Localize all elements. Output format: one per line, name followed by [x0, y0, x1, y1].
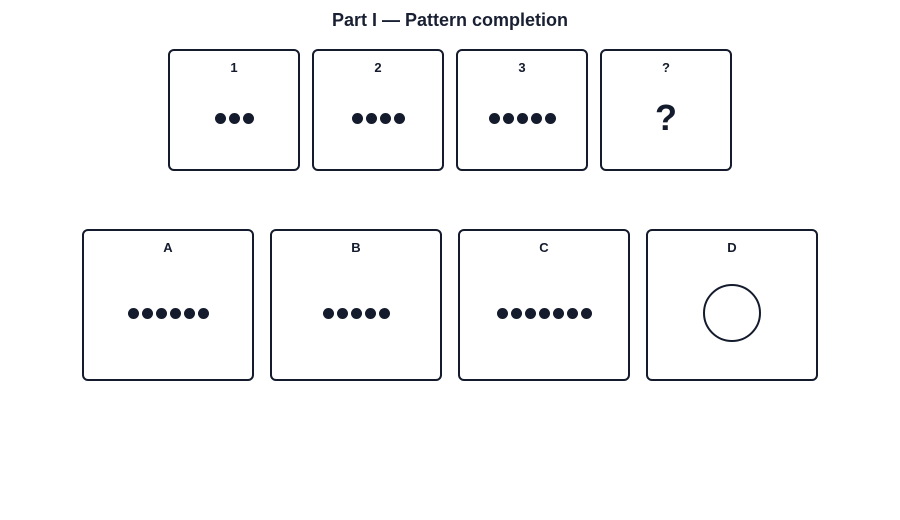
dot-icon	[197, 308, 209, 319]
circle-icon	[703, 284, 761, 342]
dot-icon	[322, 308, 334, 319]
option-card-c[interactable]: C	[458, 229, 630, 381]
dot-icon	[141, 308, 153, 319]
sequence-card-1: 1	[168, 49, 300, 171]
question-mark-icon: ?	[655, 97, 677, 138]
dot-icon	[127, 308, 139, 319]
option-card-label: A	[163, 240, 173, 255]
dot-icon	[566, 308, 578, 319]
dot-row	[458, 113, 586, 124]
option-card-label: D	[727, 240, 737, 255]
sequence-card-3: 3	[456, 49, 588, 171]
sequence-card-label: 3	[518, 60, 526, 75]
dot-icon	[379, 113, 391, 124]
dot-icon	[552, 308, 564, 319]
sequence-card-2: 2	[312, 49, 444, 171]
dot-icon	[242, 113, 254, 124]
dot-icon	[350, 308, 362, 319]
option-card-label: B	[351, 240, 361, 255]
dot-icon	[364, 308, 376, 319]
dot-icon	[393, 113, 405, 124]
dot-icon	[524, 308, 536, 319]
option-card-label: C	[539, 240, 549, 255]
dot-icon	[336, 308, 348, 319]
dot-icon	[538, 308, 550, 319]
sequence-card-missing: ? ?	[600, 49, 732, 171]
dot-icon	[510, 308, 522, 319]
dot-icon	[214, 113, 226, 124]
dot-icon	[496, 308, 508, 319]
dot-icon	[365, 113, 377, 124]
option-card-a[interactable]: A	[82, 229, 254, 381]
dot-row	[84, 308, 252, 319]
option-card-d[interactable]: D	[646, 229, 818, 381]
dot-row	[272, 308, 440, 319]
dot-row	[170, 113, 298, 124]
page-title: Part I — Pattern completion	[331, 10, 569, 30]
option-card-b[interactable]: B	[270, 229, 442, 381]
dot-icon	[544, 113, 556, 124]
dot-icon	[351, 113, 363, 124]
sequence-card-label: 2	[374, 60, 382, 75]
dot-icon	[516, 113, 528, 124]
dot-icon	[155, 308, 167, 319]
dot-icon	[169, 308, 181, 319]
dot-icon	[488, 113, 500, 124]
dot-icon	[378, 308, 390, 319]
dot-row	[460, 308, 628, 319]
dot-icon	[228, 113, 240, 124]
sequence-card-label: 1	[230, 60, 238, 75]
dot-row	[314, 113, 442, 124]
dot-icon	[502, 113, 514, 124]
dot-icon	[580, 308, 592, 319]
sequence-card-label: ?	[662, 60, 670, 75]
dot-icon	[183, 308, 195, 319]
dot-icon	[530, 113, 542, 124]
